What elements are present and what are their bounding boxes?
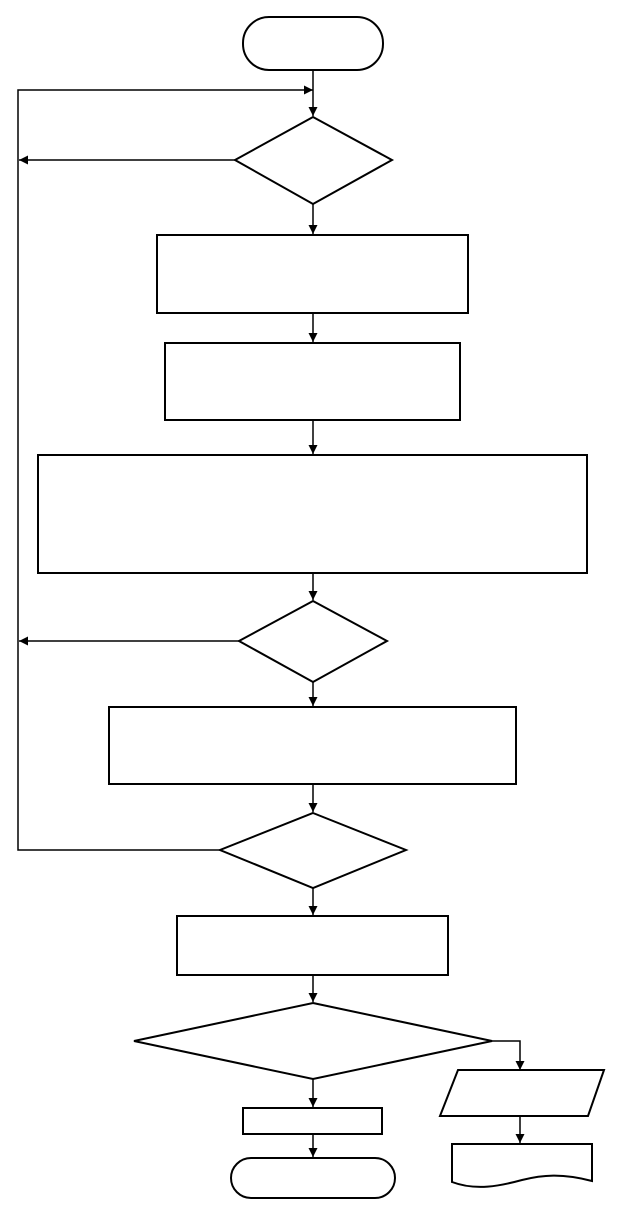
nodes [37,16,606,1199]
process-4-box [108,706,517,785]
decision-1-diamond [232,115,395,206]
decision-4-diamond [133,1001,493,1081]
process-5-box [176,915,449,976]
decision-2-diamond [236,599,390,684]
end-terminator [230,1157,396,1199]
edge-decision-4-to-output [492,1040,525,1070]
process-1-box [156,234,469,314]
start-terminator [242,16,384,71]
connectors [17,70,525,1157]
loop-back-edge [17,85,313,851]
process-3-box [37,454,588,574]
decision-3-diamond [217,811,409,890]
process-2-box [164,342,461,421]
output-parallelogram [438,1069,606,1117]
process-6-box [242,1107,383,1135]
document-shape [451,1143,593,1188]
